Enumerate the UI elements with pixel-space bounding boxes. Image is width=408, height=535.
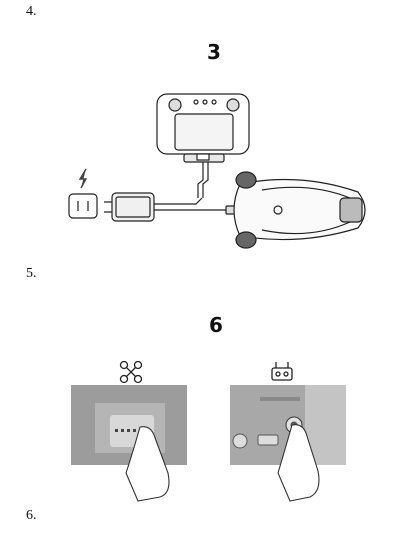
power-outlet-icon [68,193,98,219]
lightning-icon [78,168,88,189]
controller-button-photo [230,385,346,502]
check-battery-illustration [71,360,346,502]
figure-3-label: 3 [207,40,221,64]
step-5-number: 5. [26,266,37,281]
power-adapter [104,192,226,222]
aircraft-battery-photo [71,385,187,502]
figure-6-label: 6 [209,313,223,337]
drone [233,171,366,249]
remote-controller [156,93,250,163]
charging-illustration [68,93,366,249]
step-6-number: 6. [26,508,37,523]
remote-controller-icon [271,362,293,381]
step-4-number: 4. [26,4,37,19]
drone-icon [119,360,143,384]
